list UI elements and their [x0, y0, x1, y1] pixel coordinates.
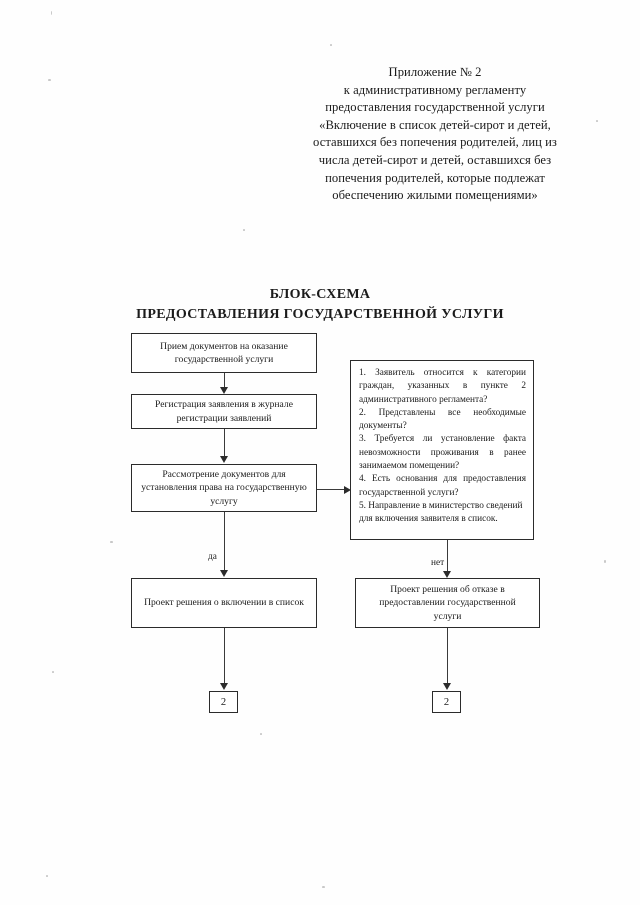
terminator-right: 2: [432, 691, 461, 713]
connector-refuse-to-terminator: [446, 628, 448, 685]
scan-speck: [260, 733, 262, 735]
connector-yes-branch: [223, 512, 225, 572]
connector-no-branch: [446, 540, 448, 573]
scan-speck: [110, 541, 113, 543]
scan-speck: [596, 120, 598, 122]
appendix-line-2: к административному регламенту: [343, 82, 527, 97]
criteria-item-2: 2. Представлены все необходимые документ…: [359, 407, 526, 432]
edge-label-yes: да: [208, 552, 217, 562]
appendix-line-1: Приложение № 2: [388, 65, 482, 79]
appendix-line-8: обеспечению жилыми помещениями»: [332, 188, 538, 203]
terminator-right-label: 2: [443, 696, 450, 708]
arrow-approve-to-terminator: [220, 683, 228, 690]
terminator-left-label: 2: [220, 696, 227, 708]
scan-speck: [51, 11, 53, 15]
appendix-line-5: оставшихся без попечения родителей, лиц …: [313, 135, 557, 150]
appendix-line-6: числа детей-сирот и детей, оставшихся бе…: [318, 152, 552, 167]
arrow-registration-to-review: [220, 456, 228, 463]
connector-registration-to-review: [223, 429, 225, 457]
connector-intake-to-registration: [223, 373, 225, 389]
scan-speck: [604, 560, 606, 563]
flow-node-refuse: Проект решения об отказе в предоставлени…: [355, 578, 540, 628]
criteria-item-1: 1. Заявитель относится к категории гражд…: [359, 368, 526, 405]
scan-speck: [330, 44, 332, 46]
arrow-refuse-to-terminator: [443, 683, 451, 690]
arrow-intake-to-registration: [220, 387, 228, 394]
page-title: БЛОК-СХЕМА ПРЕДОСТАВЛЕНИЯ ГОСУДАРСТВЕННО…: [0, 285, 640, 325]
scan-speck: [46, 875, 48, 877]
terminator-left: 2: [209, 691, 238, 713]
connector-review-to-criteria: [317, 489, 345, 491]
flow-node-registration: Регистрация заявления в журнале регистра…: [131, 394, 317, 429]
connector-approve-to-terminator: [223, 628, 225, 685]
flow-node-registration-label: Регистрация заявления в журнале регистра…: [155, 399, 293, 424]
appendix-line-4: «Включение в список детей-сирот и детей,: [319, 117, 551, 132]
arrow-review-to-criteria: [344, 485, 351, 494]
arrow-yes-branch: [220, 570, 228, 577]
flow-node-approve: Проект решения о включении в список: [131, 578, 317, 628]
page-title-line-1: БЛОК-СХЕМА: [269, 287, 371, 302]
scan-speck: [48, 79, 51, 81]
flow-node-review: Рассмотрение документов для установления…: [131, 464, 317, 512]
appendix-header: Приложение № 2 к административному регла…: [270, 64, 600, 205]
criteria-panel: 1. Заявитель относится к категории гражд…: [350, 360, 534, 540]
scan-speck: [322, 886, 325, 888]
criteria-item-4: 4. Есть основания для предоставления гос…: [359, 474, 526, 498]
scan-speck: [52, 671, 54, 673]
appendix-line-3: предоставления государственной услуги: [325, 100, 545, 115]
arrow-no-branch: [443, 571, 451, 578]
edge-label-no: нет: [431, 558, 445, 568]
flow-node-review-label: Рассмотрение документов для установления…: [141, 468, 307, 507]
scan-speck: [243, 229, 245, 231]
flow-node-refuse-label: Проект решения об отказе в предоставлени…: [379, 583, 516, 622]
flow-node-intake: Прием документов на оказание государстве…: [131, 333, 317, 373]
criteria-item-3: 3. Требуется ли установление факта невоз…: [359, 434, 526, 472]
flow-node-intake-label: Прием документов на оказание государстве…: [160, 340, 288, 365]
flow-node-approve-label: Проект решения о включении в список: [144, 597, 304, 609]
criteria-item-5: 5. Направление в министерство сведений д…: [359, 500, 523, 525]
page-title-line-2: ПРЕДОСТАВЛЕНИЯ ГОСУДАРСТВЕННОЙ УСЛУГИ: [136, 307, 504, 322]
appendix-line-7: попечения родителей, которые подлежат: [325, 170, 545, 185]
